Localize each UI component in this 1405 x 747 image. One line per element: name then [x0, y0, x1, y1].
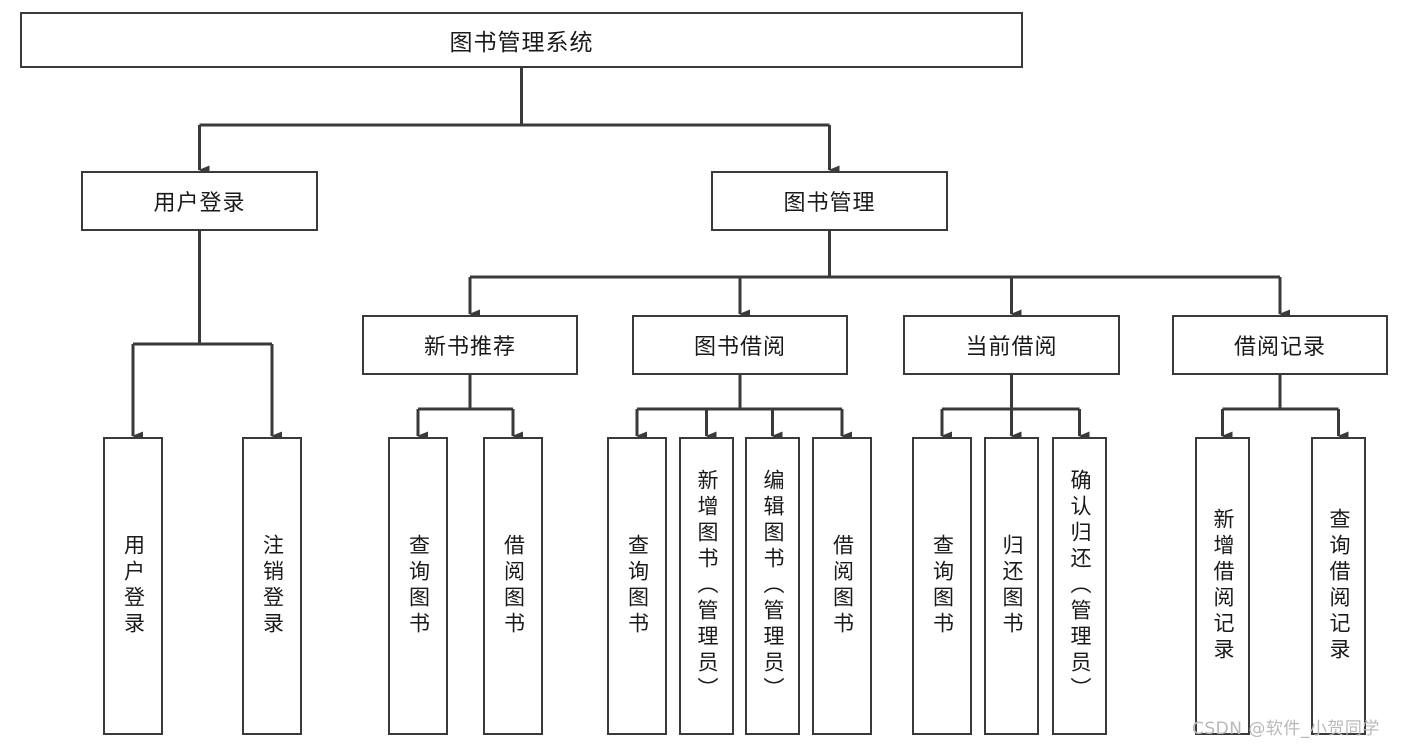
node-leaf-bk-edit[interactable]: 编辑图书（管理员）	[745, 437, 800, 735]
watermark-label: CSDN @软件_小贺同学	[1192, 719, 1380, 739]
node-label: 用户登录	[153, 191, 246, 216]
node-bookmgmt[interactable]: 图书管理	[711, 171, 948, 231]
node-label: 注销登录	[260, 534, 285, 638]
node-label: 查询借阅记录	[1327, 508, 1351, 664]
node-login[interactable]: 用户登录	[81, 171, 318, 231]
node-leaf-nb-query[interactable]: 查询图书	[388, 437, 448, 735]
node-leaf-login[interactable]: 用户登录	[103, 437, 163, 735]
node-label: 图书管理系统	[449, 30, 594, 56]
node-label: 归还图书	[1000, 534, 1024, 638]
node-leaf-cu-return[interactable]: 归还图书	[984, 437, 1039, 735]
node-label: 确认归还（管理员）	[1068, 469, 1092, 703]
node-leaf-rc-query[interactable]: 查询借阅记录	[1311, 437, 1366, 735]
node-leaf-cu-query[interactable]: 查询图书	[912, 437, 972, 735]
node-leaf-bk-query[interactable]: 查询图书	[607, 437, 667, 735]
node-label: 新增借阅记录	[1211, 508, 1235, 664]
node-label: 借阅图书	[830, 534, 855, 638]
node-current[interactable]: 当前借阅	[903, 315, 1120, 375]
node-label: 用户登录	[121, 534, 146, 638]
node-label: 新增图书（管理员）	[695, 469, 719, 703]
node-label: 借阅图书	[501, 534, 526, 638]
node-label: 查询图书	[625, 534, 650, 638]
node-label: 借阅记录	[1233, 335, 1326, 360]
node-leaf-bk-borrow[interactable]: 借阅图书	[812, 437, 872, 735]
node-records[interactable]: 借阅记录	[1172, 315, 1388, 375]
node-label: 查询图书	[406, 534, 431, 638]
node-leaf-bk-add[interactable]: 新增图书（管理员）	[679, 437, 734, 735]
node-leaf-rc-add[interactable]: 新增借阅记录	[1195, 437, 1250, 735]
node-label: 编辑图书（管理员）	[761, 469, 785, 703]
node-leaf-logout[interactable]: 注销登录	[242, 437, 302, 735]
node-leaf-nb-borrow[interactable]: 借阅图书	[483, 437, 543, 735]
node-label: 当前借阅	[965, 335, 1058, 360]
node-label: 图书管理	[783, 191, 876, 216]
node-label: 查询图书	[930, 534, 955, 638]
node-newbook[interactable]: 新书推荐	[362, 315, 578, 375]
node-root[interactable]: 图书管理系统	[20, 12, 1023, 68]
node-label: 新书推荐	[423, 335, 516, 360]
node-label: 图书借阅	[693, 335, 786, 360]
edge-group	[131, 68, 1349, 441]
node-leaf-cu-confirm[interactable]: 确认归还（管理员）	[1052, 437, 1107, 735]
node-borrow[interactable]: 图书借阅	[632, 315, 848, 375]
